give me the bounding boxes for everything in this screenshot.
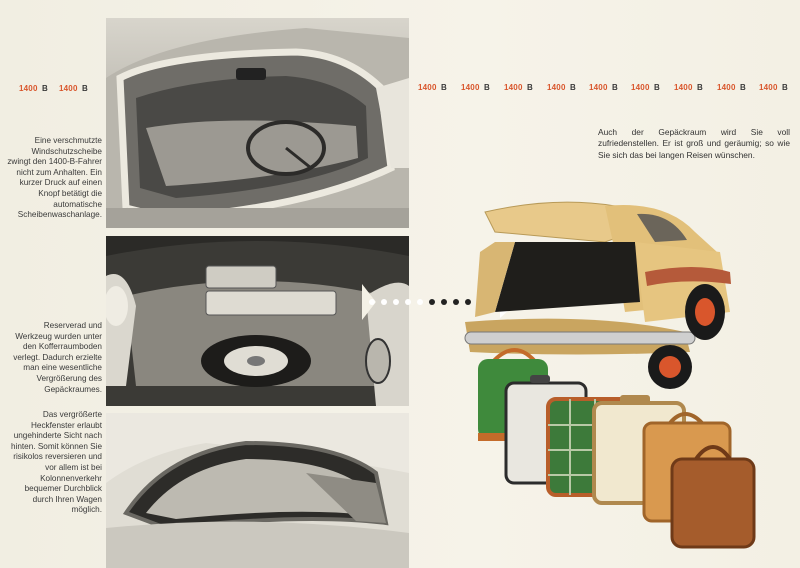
model-label: 1400 B [717,83,747,92]
model-label-left-2: 1400 B [59,84,89,93]
model-label: 1400 B [589,83,619,92]
caption-trunk: Auch der Gepäckraum wird Sie voll zufrie… [598,127,790,160]
caption-rear-window: Das vergrößerte Heckfenster erlaubt unge… [10,410,102,515]
model-label: 1400 B [418,83,448,92]
model-label-left: 1400 B [19,84,49,93]
photo-spare-wheel [106,236,409,406]
luggage-illustration [478,348,756,549]
model-label: 1400 B [631,83,661,92]
model-label: 1400 B [504,83,534,92]
car-illustration [464,201,731,389]
model-label: 1400 B [461,83,491,92]
model-label: 1400 B [759,83,789,92]
model-label: 1400 B [674,83,704,92]
photo-windshield [106,18,409,228]
model-label: 1400 B [547,83,577,92]
photo-rear-window [106,413,409,568]
caption-windshield: Eine verschmutzte Windschutzscheibe zwin… [7,136,102,220]
caption-spare-wheel: Reserverad und Werkzeug wurden unter den… [13,321,102,394]
